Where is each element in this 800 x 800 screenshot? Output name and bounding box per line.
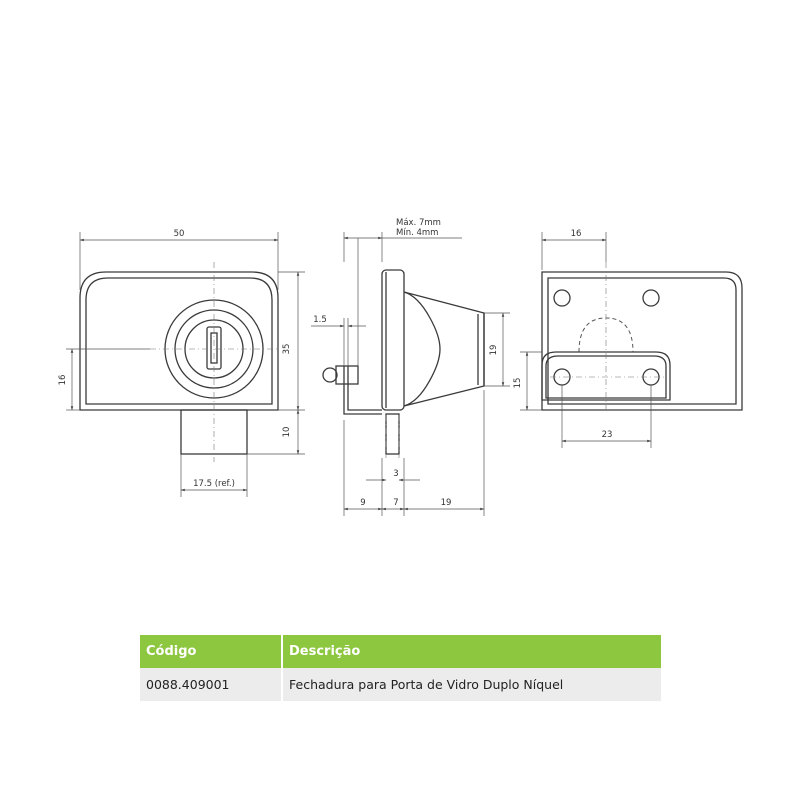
dim-width-label: 50 (174, 229, 185, 239)
back-body-outline (541, 271, 743, 411)
dim-top-offset-label: 16 (571, 229, 582, 239)
table-header-row: Código Descrição (140, 635, 661, 668)
front-body-outline (79, 271, 279, 411)
dim-pin-offset-label: 1.5 (313, 315, 327, 325)
front-view: 50 35 10 16 17.5 (ref.) (58, 229, 305, 497)
dim-19-label: 19 (441, 498, 452, 508)
side-bracket (343, 366, 382, 415)
side-view: Máx. 7mm Mín. 4mm 1.5 19 3 9 7 19 (311, 218, 510, 516)
back-hole-right (642, 289, 660, 307)
product-spec-table: Código Descrição 0088.409001 Fechadura p… (140, 635, 661, 701)
product-code: 0088.409001 (140, 668, 283, 701)
dim-cylinder-label: 16 (58, 375, 68, 386)
back-mount-plate (541, 351, 671, 401)
side-knob (403, 291, 441, 407)
dim-9-label: 9 (360, 498, 365, 508)
dim-min-label: Mín. 4mm (396, 228, 438, 238)
product-description: Fechadura para Porta de Vidro Duplo Níqu… (282, 668, 661, 701)
side-plate (381, 269, 405, 411)
dim-plate-thickness-label: 3 (393, 469, 398, 479)
side-stem (385, 413, 400, 455)
dim-plate-height-label: 15 (513, 378, 523, 389)
dim-max-label: Máx. 7mm (396, 218, 441, 228)
header-description: Descrição (282, 635, 661, 668)
back-hole-left (553, 289, 571, 307)
dim-boss-depth-label: 10 (282, 427, 292, 438)
side-pin-body (335, 365, 359, 385)
dim-hole-spacing-label: 23 (602, 430, 613, 440)
dim-7-label: 7 (393, 498, 398, 508)
table-row: 0088.409001 Fechadura para Porta de Vidr… (140, 668, 661, 701)
technical-drawing: 50 35 10 16 17.5 (ref.) (58, 218, 743, 516)
front-body-inner-outline (85, 277, 273, 405)
dim-knob-height-label: 19 (489, 345, 499, 356)
dim-boss-width-label: 17.5 (ref.) (193, 479, 235, 489)
side-pin-head (322, 367, 338, 383)
dim-height-label: 35 (282, 344, 292, 355)
header-code: Código (140, 635, 283, 668)
back-view: 16 15 23 (513, 229, 743, 448)
